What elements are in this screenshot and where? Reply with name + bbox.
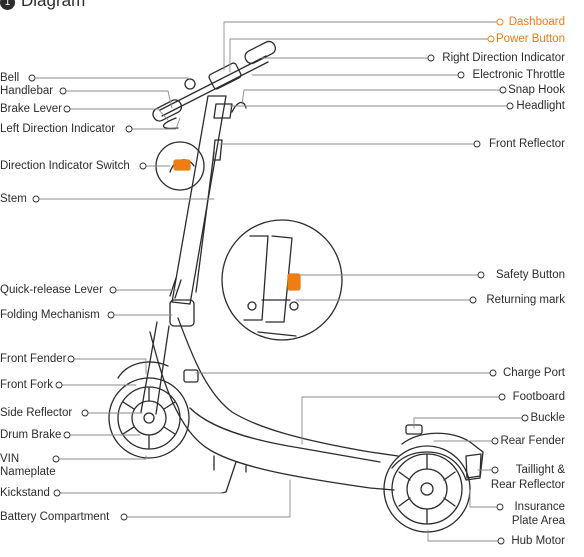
dashboard-shape <box>208 62 242 90</box>
label-insurance-line1: Insurance <box>514 501 565 514</box>
label-folding-mechanism: Folding Mechanism <box>0 309 100 322</box>
label-bell: Bell <box>0 72 19 85</box>
label-brake-lever: Brake Lever <box>0 103 62 116</box>
label-drum-brake: Drum Brake <box>0 429 61 442</box>
label-power-button: Power Button <box>496 33 565 46</box>
label-returning-mark: Returning mark <box>486 294 565 307</box>
label-front-fender: Front Fender <box>0 353 66 366</box>
label-direction-indicator-switch: Direction Indicator Switch <box>0 160 130 173</box>
label-insurance-line2: Plate Area <box>512 515 565 528</box>
label-front-fork: Front Fork <box>0 379 53 392</box>
label-hub-motor: Hub Motor <box>511 535 565 548</box>
label-electronic-throttle: Electronic Throttle <box>473 69 565 82</box>
label-battery-compartment: Battery Compartment <box>0 511 109 524</box>
right-leaders <box>196 22 522 541</box>
label-safety-button: Safety Button <box>496 269 565 282</box>
rear-fender-shape <box>392 433 483 480</box>
label-charge-port: Charge Port <box>503 367 565 380</box>
snap-hook-shape <box>232 102 246 112</box>
label-vin-line2: Nameplate <box>0 466 56 479</box>
label-taillight-line1: Taillight & <box>516 464 565 477</box>
front-wheel <box>109 378 189 458</box>
label-rear-fender: Rear Fender <box>500 435 565 448</box>
right-grip <box>243 39 277 65</box>
charge-port-shape <box>184 370 198 382</box>
handlebar-shape <box>160 56 266 110</box>
left-endpoints <box>29 75 146 520</box>
rear-wheel <box>384 446 470 532</box>
label-headlight: Headlight <box>516 100 565 113</box>
quick-release-lever-shape <box>170 278 181 298</box>
folding-callout <box>222 220 342 340</box>
label-buckle: Buckle <box>530 412 565 425</box>
label-dashboard: Dashboard <box>509 16 565 29</box>
label-right-direction-indicator: Right Direction Indicator <box>442 52 565 65</box>
label-front-reflector: Front Reflector <box>489 138 565 151</box>
label-kickstand: Kickstand <box>0 487 50 500</box>
kickstand-shape <box>221 462 236 493</box>
taillight-shape <box>466 454 481 478</box>
brake-lever-shape <box>164 118 179 128</box>
label-footboard: Footboard <box>513 391 565 404</box>
label-handlebar: Handlebar <box>0 85 53 98</box>
label-snap-hook: Snap Hook <box>508 84 565 97</box>
bell-shape <box>185 79 195 89</box>
label-stem: Stem <box>0 193 27 206</box>
label-side-reflector: Side Reflector <box>0 407 72 420</box>
label-vin-line1: VIN <box>0 453 19 466</box>
deck-shape <box>178 318 398 456</box>
label-taillight-line2: Rear Reflector <box>491 479 565 492</box>
label-left-direction-indicator: Left Direction Indicator <box>0 123 115 136</box>
label-quick-release-lever: Quick-release Lever <box>0 284 103 297</box>
front-fork-shape <box>141 322 169 414</box>
